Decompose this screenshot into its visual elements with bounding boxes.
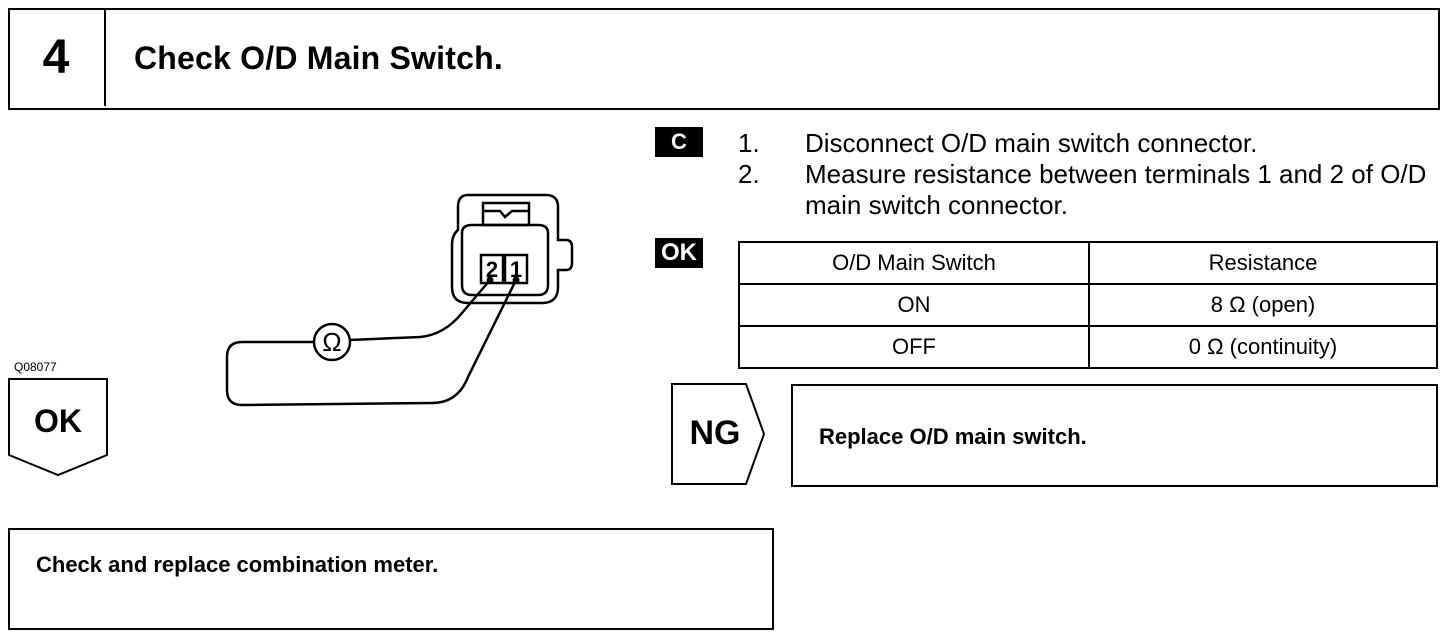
probe-lead-2 [349,279,491,342]
ng-arrow-label: NG [689,414,741,452]
ok-result-action: Check and replace combination meter. [36,552,439,577]
table-cell: OFF [738,325,1090,369]
step-header [8,8,1440,110]
table-cell: 8 Ω (open) [1088,283,1438,327]
probe-lead-1 [225,279,518,407]
step-2-text: Measure resistance between terminals 1 a… [805,159,1427,220]
ohmmeter-label: Ω [322,327,341,357]
table-row: OFF 0 Ω (continuity) [738,325,1438,369]
table-cell: ON [738,283,1090,327]
tag-ok: OK [655,238,703,268]
ng-arrow [671,383,766,485]
ok-arrow [8,378,108,477]
diagram-id: Q08077 [14,360,57,374]
terminal-1-label: 1 [510,257,522,282]
column-header: Resistance [1088,241,1438,285]
tag-c: C [655,127,703,157]
connector-diagram: 2 1 Ω [225,193,574,407]
ng-result-action: Replace O/D main switch. [819,424,1087,449]
ok-result-box [8,528,774,630]
table-row: ON 8 Ω (open) [738,283,1438,327]
ng-result-box [791,384,1438,487]
step-1-text: Disconnect O/D main switch connector. [805,128,1258,158]
table-header-row: O/D Main Switch Resistance [738,241,1438,285]
step-2-number: 2. [738,159,760,189]
terminal-2-cavity [479,253,505,285]
ok-arrow-label: OK [34,403,82,439]
ohmmeter-symbol [312,322,352,362]
resistance-table: O/D Main Switch Resistance ON 8 Ω (open)… [738,241,1438,369]
connector-body [450,193,574,305]
step-1-number: 1. [738,128,760,158]
table-cell: 0 Ω (continuity) [1088,325,1438,369]
step-number: 4 [8,8,106,106]
terminal-2-label: 2 [486,257,498,282]
page-title: Check O/D Main Switch. [134,40,503,76]
column-header: O/D Main Switch [738,241,1090,285]
